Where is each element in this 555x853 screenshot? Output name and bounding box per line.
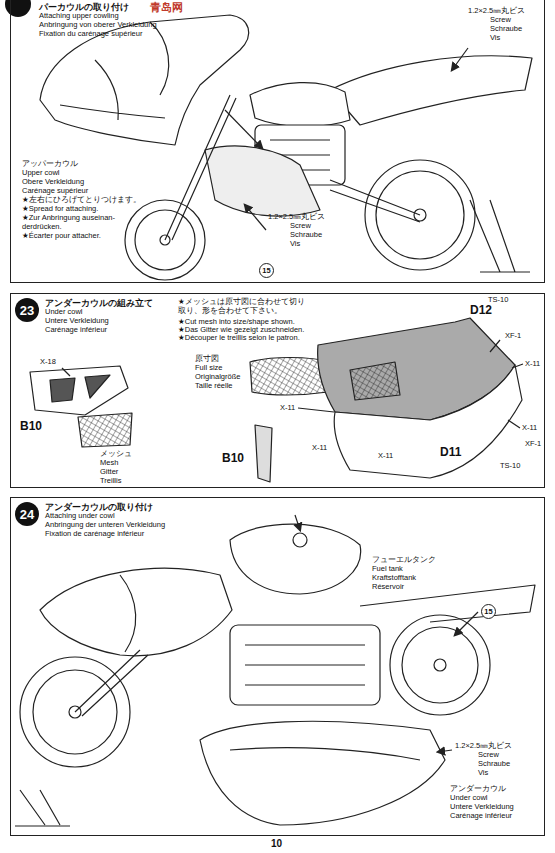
step-title: パーカウルの取り付け: [39, 2, 157, 12]
step-title: Fixation de carénage inférieur: [45, 530, 165, 539]
note-text: ★Zur Anbringung auseinan- derdrücken.: [22, 214, 117, 231]
note-text: ★メッシュは原寸図に合わせて切り取り、形を合わせて下さい。: [178, 298, 310, 315]
step-panel: パーカウルの取り付けAttaching upper cowlingAnbring…: [10, 0, 545, 283]
note-text: Full size: [195, 364, 223, 373]
note-text: Fuel tank: [372, 565, 403, 574]
note-text: Screw: [490, 16, 511, 25]
number-text: 23: [20, 304, 34, 317]
step-title: Attaching upper cowling: [39, 12, 157, 21]
note-text: ★Spread for attaching.: [22, 205, 98, 214]
note-text: Under cowl: [450, 794, 488, 803]
step-header: アンダーカウルの組み立てUnder cowlUntere Verkleidung…: [45, 298, 153, 335]
step-title: Carénage inférieur: [45, 326, 153, 335]
note-text: ★左右にひろげてとりつけます。: [22, 196, 141, 205]
step-title: アンダーカウルの組み立て: [45, 298, 153, 308]
step-number: 24: [15, 502, 39, 526]
note-text: 青岛网: [150, 1, 183, 14]
note-text: ★Découper le treillis selon le patron.: [178, 334, 300, 343]
step-title: Fixation du carénage supérieur: [39, 30, 157, 39]
note-text: X-11: [312, 444, 327, 453]
note-text: Upper cowl: [22, 169, 60, 178]
step-panel: アンダーカウルの組み立てUnder cowlUntere Verkleidung…: [10, 293, 545, 488]
number-text: 15: [262, 267, 270, 275]
note-text: 10: [271, 838, 282, 850]
part-number: B10: [222, 452, 244, 466]
note-text: Originalgröße: [195, 373, 240, 382]
note-text: Untere Verkleidung: [450, 803, 514, 812]
note-text: X-11: [525, 360, 540, 369]
note-text: アッパーカウル: [22, 160, 78, 169]
note-text: Vis: [490, 34, 500, 43]
step-title: Attaching under cowl: [45, 512, 165, 521]
step-title: アンダーカウルの取り付け: [45, 502, 165, 512]
note-text: メッシュ: [100, 450, 132, 459]
note-text: 1.2×2.5㎜丸ビス: [268, 213, 325, 222]
step-number: 23: [15, 298, 39, 322]
step-header: アンダーカウルの取り付けAttaching under cowlAnbringu…: [45, 502, 165, 539]
note-text: X-11: [378, 452, 393, 461]
note-text: Kraftstofftank: [372, 574, 416, 583]
number-text: 15: [484, 608, 492, 616]
note-text: フューエルタンク: [372, 556, 436, 565]
callout-number: 15: [259, 263, 274, 278]
note-text: XF-1: [525, 440, 541, 449]
step-title: Anbringung von oberer Verkleidung: [39, 21, 157, 30]
part-number: D12: [470, 304, 492, 318]
note-text: Screw: [478, 751, 499, 760]
note-text: 原寸図: [195, 355, 219, 364]
note-text: ★Écarter pour attacher.: [22, 232, 101, 241]
note-text: Vis: [290, 240, 300, 249]
note-text: Réservoir: [372, 583, 404, 592]
note-text: Carénage supérieur: [22, 187, 88, 196]
note-text: X-11: [280, 404, 295, 413]
note-text: Taille réelle: [195, 382, 233, 391]
note-text: 1.2×2.5㎜丸ビス: [468, 7, 525, 16]
note-text: Obere Verkleidung: [22, 178, 84, 187]
part-number: B10: [20, 420, 42, 434]
note-text: X-11: [522, 424, 537, 433]
step-header: パーカウルの取り付けAttaching upper cowlingAnbring…: [39, 2, 157, 39]
note-text: Schraube: [290, 231, 322, 240]
note-text: Mesh: [100, 459, 118, 468]
step-title: Anbringung der unteren Verkleidung: [45, 521, 165, 530]
note-text: Schraube: [490, 25, 522, 34]
note-text: Treillis: [100, 477, 121, 486]
number-text: 24: [20, 508, 34, 521]
note-text: Schraube: [478, 760, 510, 769]
part-number: D11: [440, 446, 461, 460]
note-text: TS-10: [500, 462, 520, 471]
note-text: Vis: [478, 769, 488, 778]
note-text: 1.2×2.5㎜丸ビス: [455, 742, 512, 751]
step-title: Under cowl: [45, 308, 153, 317]
note-text: アンダーカウル: [450, 785, 506, 794]
note-text: Gitter: [100, 468, 118, 477]
note-text: Screw: [290, 222, 311, 231]
callout-number: 15: [481, 604, 496, 619]
note-text: Carénage inférieur: [450, 812, 512, 821]
note-text: XF-1: [505, 332, 521, 341]
note-text: X-18: [40, 358, 56, 367]
step-title: Untere Verkleidung: [45, 317, 153, 326]
step-panel: アンダーカウルの取り付けAttaching under cowlAnbringu…: [10, 497, 545, 836]
